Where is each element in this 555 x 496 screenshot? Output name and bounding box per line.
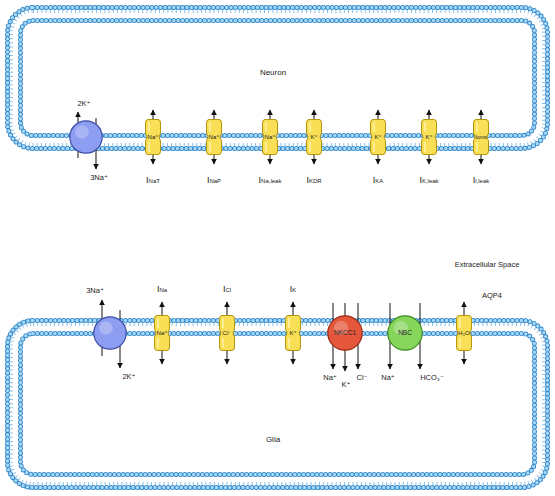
ion-channel: Na⁺INaT [145,119,161,155]
transporter-shape [93,316,127,350]
current-label: IK,leak [419,176,438,185]
transporter-shape [69,120,103,154]
cotransporter: NBCNa⁺HCO₃⁻ [387,315,423,351]
channel-body [457,316,472,351]
ion-label: HCO₃⁻ [420,374,444,382]
ion-label: Na⁺ [148,134,159,140]
transporter-label: NBC [398,330,412,337]
ion-label: Na⁺ [157,330,168,336]
channel-body [371,120,386,155]
transporter-body [328,316,362,350]
ion-channel: IonsIl,leak [473,119,489,155]
ion-channel: K⁺IK,leak [421,119,437,155]
ion-label: 2K⁺ [122,373,135,381]
ion-label: Ions [475,134,486,140]
channel-body [155,316,170,351]
ion-pump: 2K⁺3Na⁺ [69,120,103,154]
current-label: IKA [373,176,384,185]
ion-label: K⁺ [289,330,296,336]
channel-body [220,316,235,351]
cotransporter: NKCC1Na⁺K⁺Cl⁻ [327,315,363,351]
ion-channel: H₂OAQP4 [456,315,472,351]
channel-body [422,120,437,155]
ion-label: K⁺ [342,381,351,389]
ion-label: K⁺ [310,134,317,140]
current-label: ICl [223,285,231,294]
ion-label: Na⁺ [265,134,276,140]
ion-label: K⁺ [425,134,432,140]
channel-body [286,316,301,351]
ion-label: Na⁺ [209,134,220,140]
ion-label: Na⁺ [381,374,395,382]
current-label: IKDR [306,176,321,185]
ion-channel: IClCl⁻ [219,315,235,351]
ion-label: K⁺ [374,134,381,140]
transporter-label: NKCC1 [334,330,356,337]
current-label: Il,leak [473,176,490,185]
cell-label: Neuron [260,69,286,77]
channel-body [263,120,278,155]
ion-channel: INaNa⁺ [154,315,170,351]
cell-membrane: Glia3Na⁺2K⁺INaNa⁺IClCl⁻IKK⁺NKCC1Na⁺K⁺Cl⁻… [5,318,550,490]
ion-label: Na⁺ [323,374,337,382]
ion-label: 3Na⁺ [86,287,104,295]
transporter-body [388,316,422,350]
ion-channel: K⁺IKDR [306,119,322,155]
current-label: INaT [146,176,160,185]
ion-label: 3Na⁺ [90,174,108,182]
cell-label: Glia [266,436,280,444]
ion-channel: K⁺IKA [370,119,386,155]
cell-membrane: Neuron2K⁺3Na⁺Na⁺INaTNa⁺INaPNa⁺INa,leakK⁺… [5,5,550,151]
current-label: IK [290,285,297,294]
transporter-body [94,317,126,349]
transporter-highlight [99,321,113,335]
transporter-highlight [75,125,89,139]
current-label: INa,leak [259,176,282,185]
ion-label: Cl⁻ [356,374,367,382]
ion-label: Cl⁻ [223,330,232,336]
channel-body [146,120,161,155]
ion-channel: Na⁺INa,leak [262,119,278,155]
ion-pump: 3Na⁺2K⁺ [93,316,127,350]
channel-body [207,120,222,155]
transporter-body [70,121,102,153]
ion-channel: IKK⁺ [285,315,301,351]
channel-body [307,120,322,155]
current-label: INa [157,285,167,294]
region-label: Extracellular Space [455,261,520,269]
channel-label: AQP4 [482,292,502,300]
current-label: INaP [207,176,221,185]
ion-label: 2K⁺ [77,100,90,108]
channel-body [474,120,489,155]
ion-label: H₂O [458,330,469,336]
ion-channel: Na⁺INaP [206,119,222,155]
